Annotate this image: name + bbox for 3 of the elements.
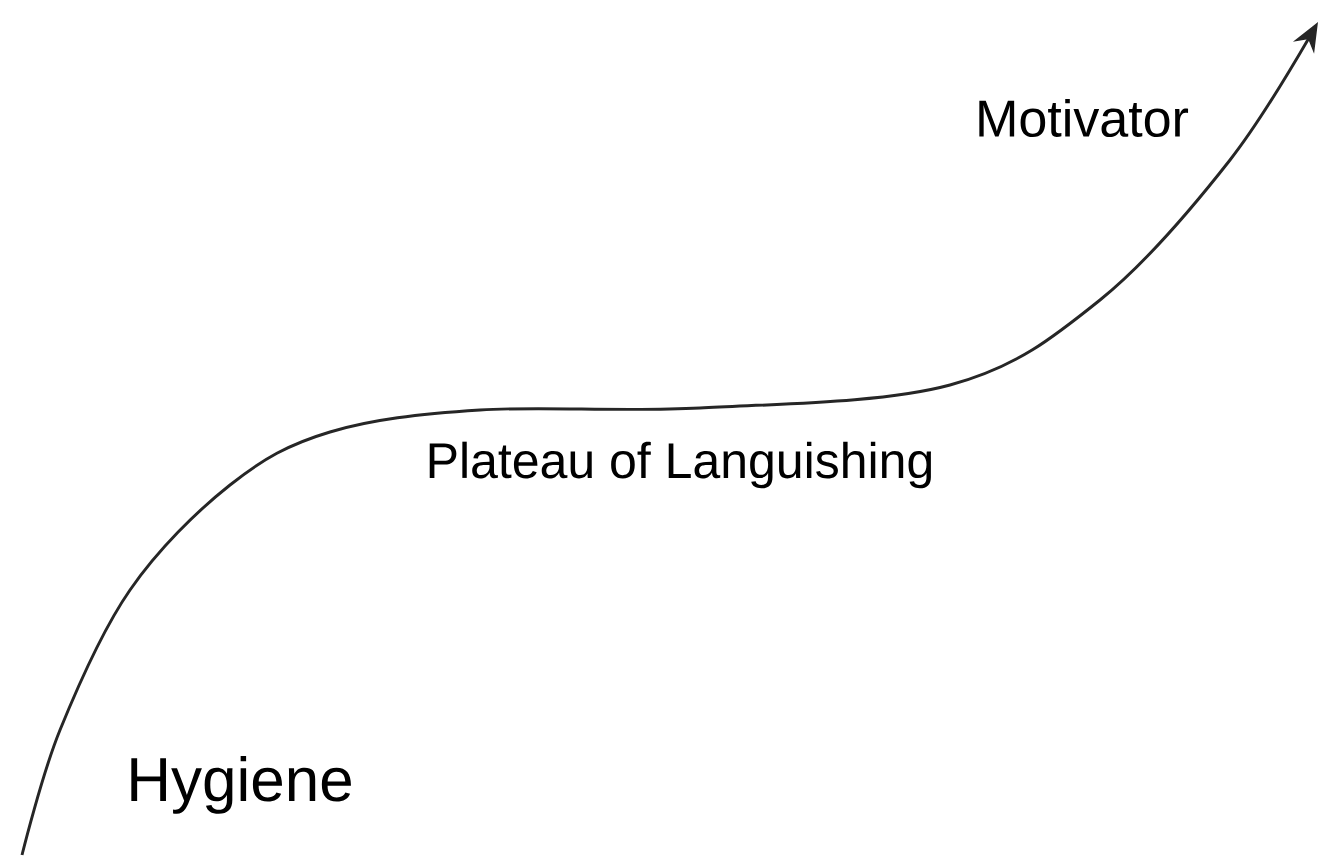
curve-label: Plateau of Languishing [429, 441, 931, 489]
curve-label: Motivator [979, 98, 1189, 138]
curve-label: Hygiene [131, 756, 351, 814]
